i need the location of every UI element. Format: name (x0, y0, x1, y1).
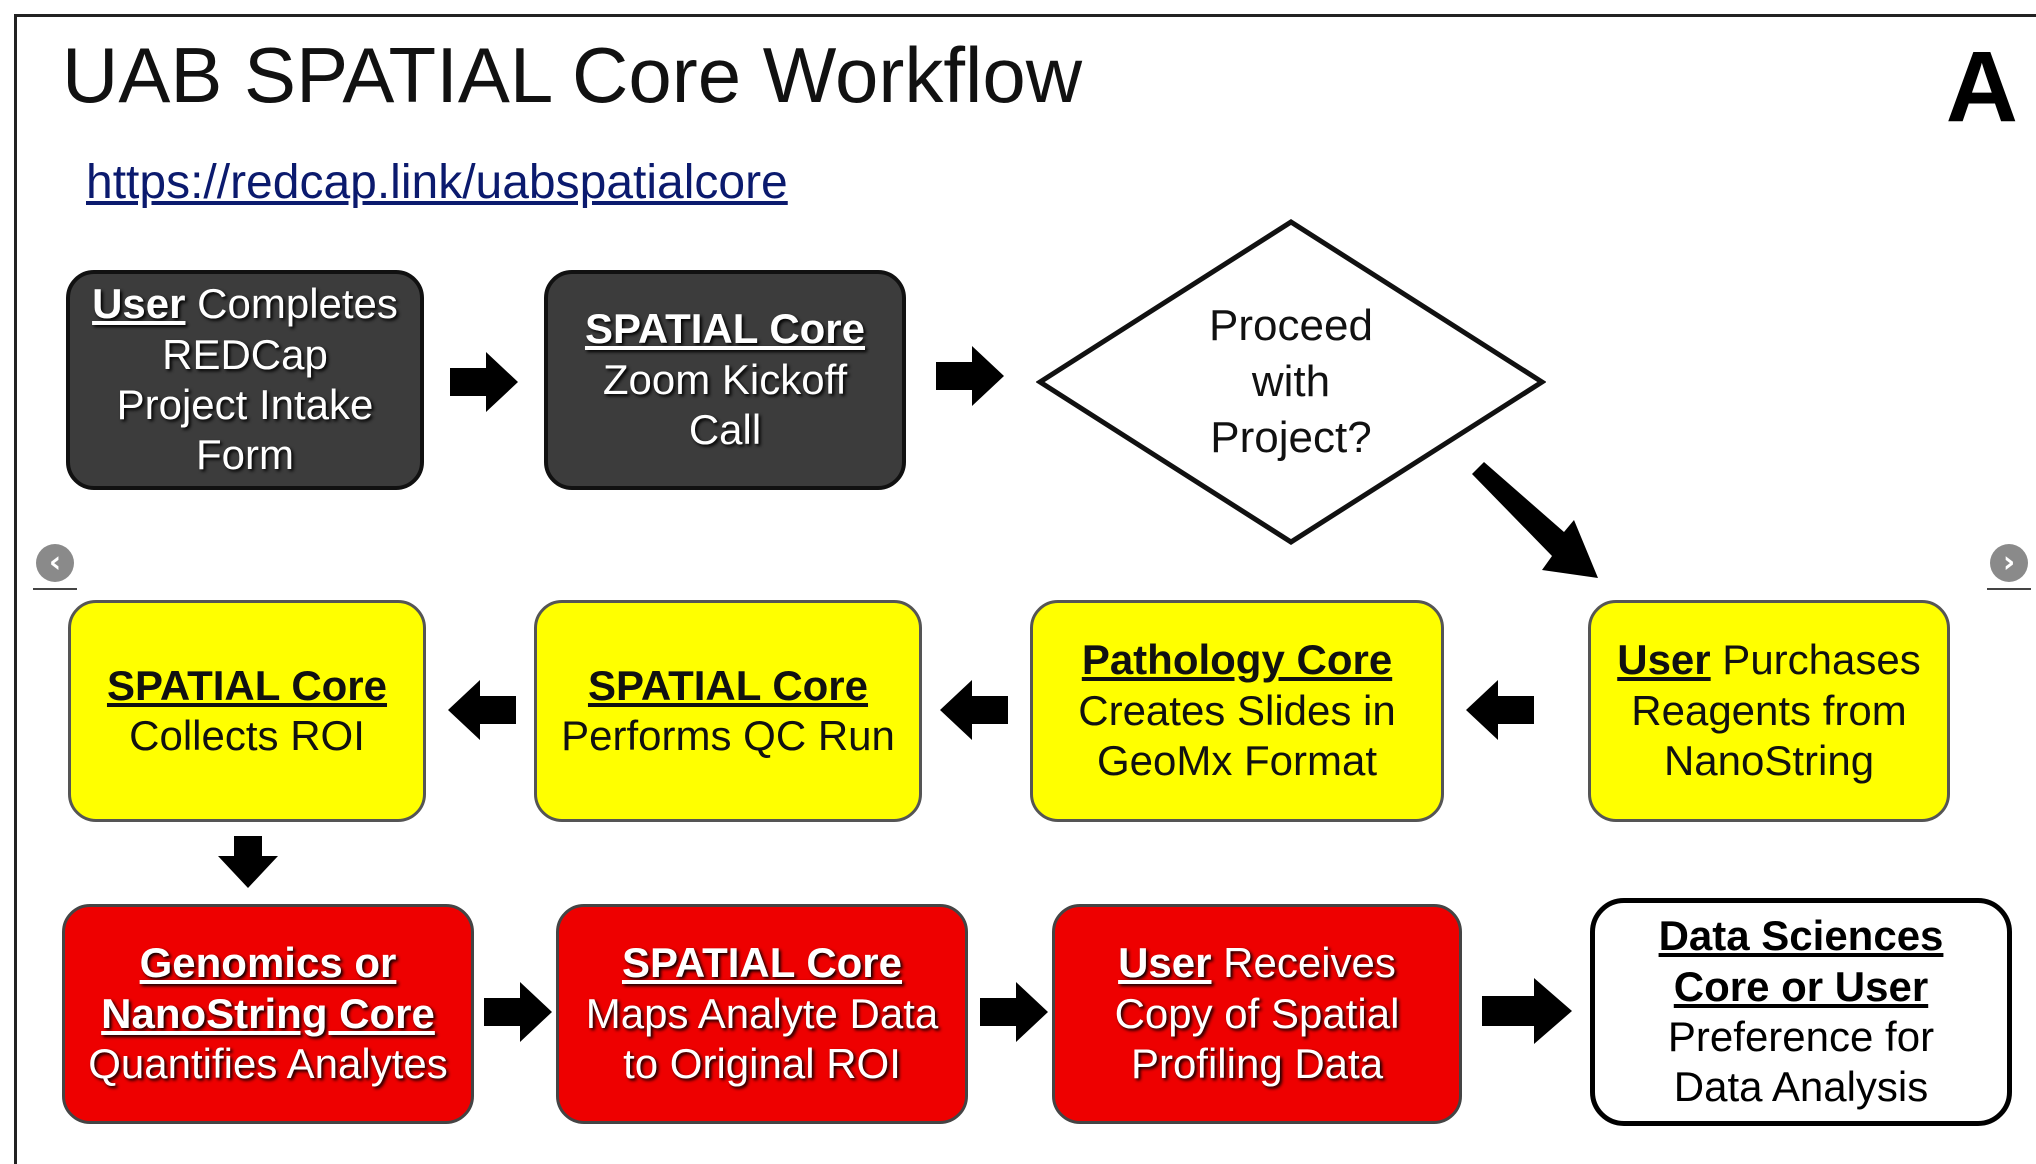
decision-text: Proceed with Project? (1136, 298, 1446, 466)
actor-label: Genomics or (139, 939, 397, 987)
arrow-right-icon (936, 346, 1004, 406)
chevron-left-icon[interactable]: ‹ (36, 544, 74, 582)
step-user-receives: User Receives Copy of Spatial Profiling … (1052, 904, 1462, 1124)
step-zoom-kickoff: SPATIAL Core Zoom Kickoff Call (544, 270, 906, 490)
decision-diamond (1036, 219, 1546, 545)
actor-label: Data Sciences (1658, 912, 1944, 960)
step-text: Copy of Spatial (1114, 989, 1400, 1037)
decision-line: Proceed (1209, 301, 1373, 350)
arrow-left-icon (448, 680, 516, 740)
nav-underline (33, 588, 77, 590)
step-text: GeoMx Format (1096, 737, 1378, 785)
actor-label: SPATIAL Core (587, 661, 869, 709)
step-user-intake: User Completes REDCap Project Intake For… (66, 270, 424, 490)
arrow-right-icon (980, 982, 1048, 1042)
step-text: Collects ROI (129, 712, 365, 759)
actor-label: Pathology Core (1081, 636, 1393, 684)
chevron-right-icon[interactable]: › (1990, 544, 2028, 582)
step-qc-run: SPATIAL Core Performs QC Run (534, 600, 922, 822)
actor-label: SPATIAL Core (106, 661, 388, 709)
arrow-left-icon (940, 680, 1008, 740)
arrow-left-icon (1466, 680, 1534, 740)
step-pathology-slides: Pathology Core Creates Slides in GeoMx F… (1030, 600, 1444, 822)
step-quantify-analytes: Genomics or NanoString Core Quantifies A… (62, 904, 474, 1124)
step-user-purchases: User Purchases Reagents from NanoString (1588, 600, 1950, 822)
step-text: Creates Slides in (1078, 686, 1396, 734)
step-text: Call (688, 406, 762, 454)
arrow-right-icon (484, 982, 552, 1042)
step-text: Data Analysis (1673, 1063, 1929, 1111)
nav-underline (1987, 588, 2031, 590)
step-data-analysis: Data Sciences Core or User Preference fo… (1590, 898, 2012, 1126)
step-collect-roi: SPATIAL Core Collects ROI (68, 600, 426, 822)
arrow-right-icon (1482, 978, 1572, 1044)
step-text: Project Intake (116, 381, 374, 428)
step-map-analyte: SPATIAL Core Maps Analyte Data to Origin… (556, 904, 968, 1124)
actor-label: User (1617, 636, 1711, 684)
step-text: NanoString (1663, 737, 1875, 785)
step-text: Preference for (1667, 1013, 1935, 1060)
arrow-right-icon (450, 352, 518, 412)
step-text: Receives (1211, 939, 1396, 987)
step-text: Form (196, 431, 294, 479)
actor-label: SPATIAL Core (621, 939, 903, 987)
step-text: Reagents from (1631, 686, 1907, 734)
arrow-diagonal-icon (1472, 462, 1598, 578)
step-text: to Original ROI (623, 1040, 901, 1088)
panel-letter: A (1945, 31, 2018, 143)
actor-label: User (92, 280, 186, 328)
redcap-link[interactable]: https://redcap.link/uabspatialcore (86, 156, 788, 209)
decision-line: Project? (1210, 412, 1372, 462)
actor-label: NanoString Core (101, 989, 435, 1037)
actor-label: Core or User (1673, 962, 1929, 1010)
decision-line: with (1251, 356, 1331, 406)
step-text: Maps Analyte Data (585, 989, 939, 1037)
step-text: Quantifies Analytes (88, 1040, 448, 1088)
step-text: Completes (185, 280, 398, 328)
diagram-title: UAB SPATIAL Core Workflow (62, 31, 1083, 119)
arrow-down-icon (218, 836, 278, 888)
step-text: Purchases (1710, 636, 1921, 684)
diagram-frame (14, 14, 2036, 1164)
step-text: Zoom Kickoff (602, 355, 848, 403)
step-text: Performs QC Run (561, 712, 895, 759)
step-text: Profiling Data (1130, 1040, 1384, 1088)
actor-label: User (1118, 939, 1212, 987)
step-text: REDCap (162, 330, 328, 378)
actor-label: SPATIAL Core (584, 305, 866, 353)
